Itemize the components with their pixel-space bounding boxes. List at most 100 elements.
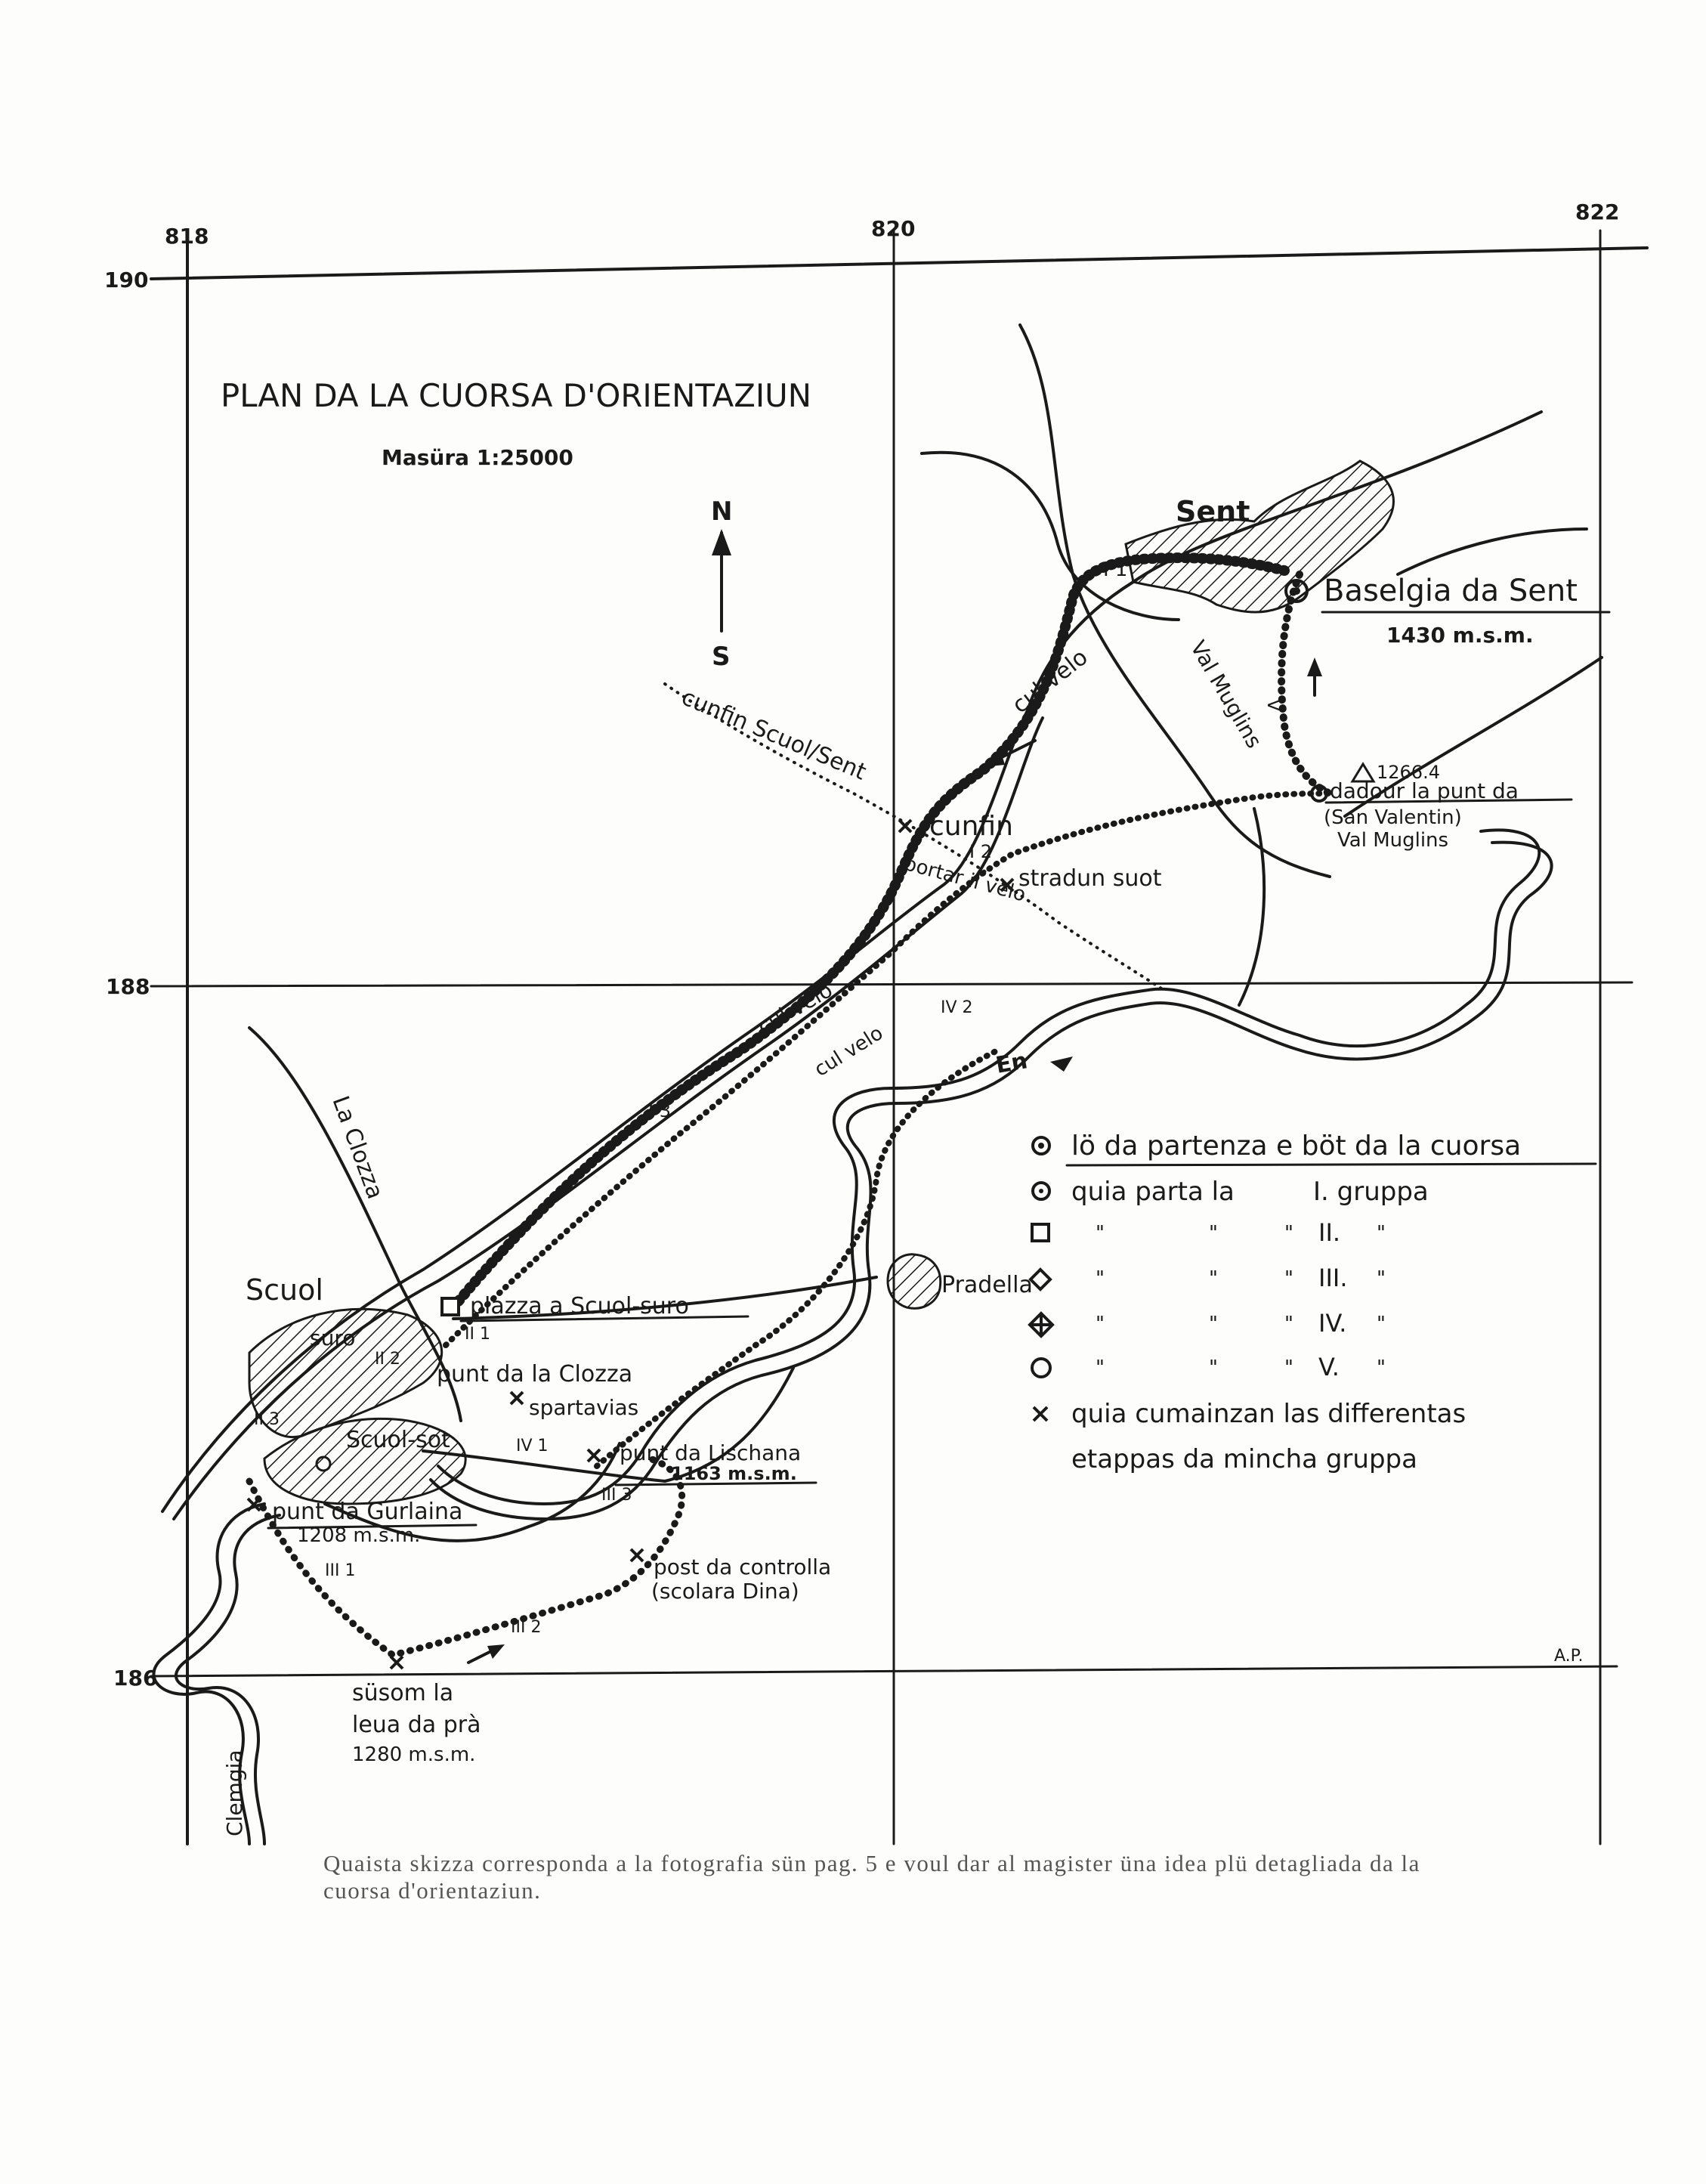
legend-row-x-1: quia cumainzan las differentas bbox=[1071, 1399, 1466, 1429]
square-group-ii bbox=[440, 1297, 460, 1316]
legend-ditto-5c: " bbox=[1284, 1356, 1293, 1379]
map-caption: Quaista skizza corresponda a la fotograf… bbox=[323, 1850, 1420, 1904]
label-lischana-alt: 1163 m.s.m. bbox=[671, 1463, 797, 1484]
legend-ditto-3c: " bbox=[1284, 1267, 1293, 1290]
label-gurlaina-alt: 1208 m.s.m. bbox=[297, 1524, 420, 1547]
label-dadour-1: dadour la punt da bbox=[1330, 778, 1519, 803]
label-scuol-sot: Scuol-sot bbox=[346, 1427, 450, 1453]
peak-triangle bbox=[1350, 762, 1376, 783]
circle-group-v bbox=[1310, 784, 1328, 803]
stage-iv2: IV 2 bbox=[941, 998, 973, 1017]
label-punt-gurlaina: punt da Gurlaina bbox=[272, 1499, 462, 1525]
route-group-v bbox=[1278, 571, 1334, 797]
road-sent bbox=[1018, 323, 1331, 878]
stage-i2: I 2 bbox=[969, 841, 992, 862]
route-group-iii bbox=[246, 1455, 686, 1659]
legend-ditto-2b: " bbox=[1209, 1222, 1218, 1245]
legend-g3: III. bbox=[1318, 1264, 1347, 1292]
grid-label-x-820: 820 bbox=[871, 216, 915, 241]
road-north bbox=[920, 450, 1180, 621]
legend-ditto-3d: " bbox=[1377, 1267, 1386, 1290]
river-clemgia: Clemgia bbox=[152, 1502, 281, 1845]
road-southeast bbox=[1343, 656, 1603, 818]
legend-row1: lö da partenza e böt da la cuorsa bbox=[1071, 1131, 1521, 1162]
label-pradella: Pradella bbox=[941, 1272, 1033, 1298]
road-east bbox=[1396, 527, 1588, 576]
map-initials: A.P. bbox=[1554, 1647, 1584, 1666]
north-arrow: N S bbox=[711, 497, 732, 672]
legend-ditto-4a: " bbox=[1096, 1313, 1105, 1335]
label-punt-lischana: punt da Lischana bbox=[620, 1440, 801, 1465]
road-lischana bbox=[422, 1366, 795, 1483]
label-spartavias: spartavias bbox=[529, 1395, 638, 1420]
route-group-iv bbox=[594, 1047, 1000, 1469]
legend-ditto-5d: " bbox=[1377, 1356, 1386, 1379]
legend-ditto-5b: " bbox=[1209, 1356, 1218, 1379]
stage-iii3: III 3 bbox=[601, 1486, 632, 1505]
label-cul-velo-3: cul velo bbox=[811, 1022, 887, 1081]
legend-row2-text: quia parta la bbox=[1071, 1177, 1235, 1207]
road-valley bbox=[1238, 807, 1266, 1007]
label-scuol: Scuol bbox=[246, 1273, 323, 1307]
grid-label-y-186: 186 bbox=[113, 1666, 157, 1691]
legend-ditto-4b: " bbox=[1209, 1313, 1218, 1335]
label-dadour-3: Val Muglins bbox=[1337, 829, 1448, 852]
road-clozza bbox=[248, 1026, 462, 1422]
label-susom-2: leua da prà bbox=[352, 1712, 481, 1738]
label-sent: Sent bbox=[1176, 495, 1250, 528]
label-cunfin: cunfin bbox=[929, 811, 1013, 842]
stage-ii2: II 2 bbox=[375, 1350, 400, 1369]
legend-ditto-2c: " bbox=[1284, 1222, 1293, 1245]
legend-ditto-4d: " bbox=[1377, 1313, 1386, 1335]
stage-iv1: IV 1 bbox=[516, 1437, 549, 1455]
label-baselgia: Baselgia da Sent bbox=[1324, 574, 1578, 608]
settlement-pradella bbox=[886, 1253, 942, 1310]
grid-label-y-190: 190 bbox=[104, 268, 148, 292]
route-group-ii bbox=[443, 790, 1333, 1348]
south-letter: S bbox=[712, 642, 731, 672]
map-scale: Masüra 1:25000 bbox=[382, 445, 573, 470]
legend-g4: IV. bbox=[1318, 1309, 1346, 1338]
river-en-label: En bbox=[994, 1047, 1029, 1079]
label-susom-3: 1280 m.s.m. bbox=[352, 1743, 475, 1766]
label-plazza: plazza a Scuol-suro bbox=[470, 1293, 689, 1319]
label-stradun: stradun suot bbox=[1018, 865, 1162, 892]
start-symbol-baselgia bbox=[1284, 579, 1309, 603]
stage-i3: I 3 bbox=[648, 1100, 671, 1121]
route-group-i bbox=[448, 552, 1290, 1313]
stage-iii2: III 2 bbox=[511, 1618, 541, 1637]
settlement-scuol-sot bbox=[263, 1418, 467, 1505]
stage-v: V bbox=[1263, 699, 1284, 712]
settlement-sent bbox=[1124, 459, 1395, 614]
map-title: PLAN DA LA CUORSA D'ORIENTAZIUN bbox=[221, 377, 811, 414]
label-susom-1: süsom la bbox=[352, 1680, 453, 1706]
stage-start-markers bbox=[246, 818, 1015, 1670]
label-post-controlla-1: post da controlla bbox=[654, 1554, 831, 1579]
coordinate-grid: 818 820 822 190 188 186 bbox=[104, 200, 1649, 1845]
legend-row-x-2: etappas da mincha gruppa bbox=[1071, 1444, 1417, 1474]
legend-ditto-4c: " bbox=[1284, 1313, 1293, 1335]
settlement-scuol bbox=[248, 1307, 443, 1438]
legend-row2-group: I. gruppa bbox=[1313, 1177, 1429, 1207]
legend-g2: II. bbox=[1318, 1218, 1340, 1247]
grid-label-x-818: 818 bbox=[165, 224, 209, 249]
legend-ditto-3a: " bbox=[1096, 1267, 1105, 1290]
label-la-clozza: La Clozza bbox=[326, 1093, 388, 1203]
municipal-border bbox=[663, 682, 1165, 991]
legend-ditto-2d: " bbox=[1377, 1222, 1386, 1245]
grid-label-y-188: 188 bbox=[106, 974, 150, 999]
label-cul-velo-1: cul velo bbox=[1007, 644, 1093, 719]
legend-g5: V. bbox=[1318, 1353, 1340, 1381]
legend-ditto-3b: " bbox=[1209, 1267, 1218, 1290]
legend: lö da partenza e böt da la cuorsa quia p… bbox=[1028, 1131, 1597, 1474]
label-dadour-2: (San Valentin) bbox=[1324, 806, 1462, 829]
stage-ii3: II 3 bbox=[254, 1410, 280, 1429]
label-punt-clozza: punt da la Clozza bbox=[437, 1361, 632, 1387]
label-cunfin-border: cunfin Scuol/Sent bbox=[678, 684, 870, 786]
grid-label-x-822: 822 bbox=[1575, 200, 1619, 224]
stage-ii1: II 1 bbox=[465, 1325, 490, 1344]
label-post-controlla-2: (scolara Dina) bbox=[651, 1579, 799, 1604]
stage-iii1: III 1 bbox=[325, 1561, 355, 1580]
